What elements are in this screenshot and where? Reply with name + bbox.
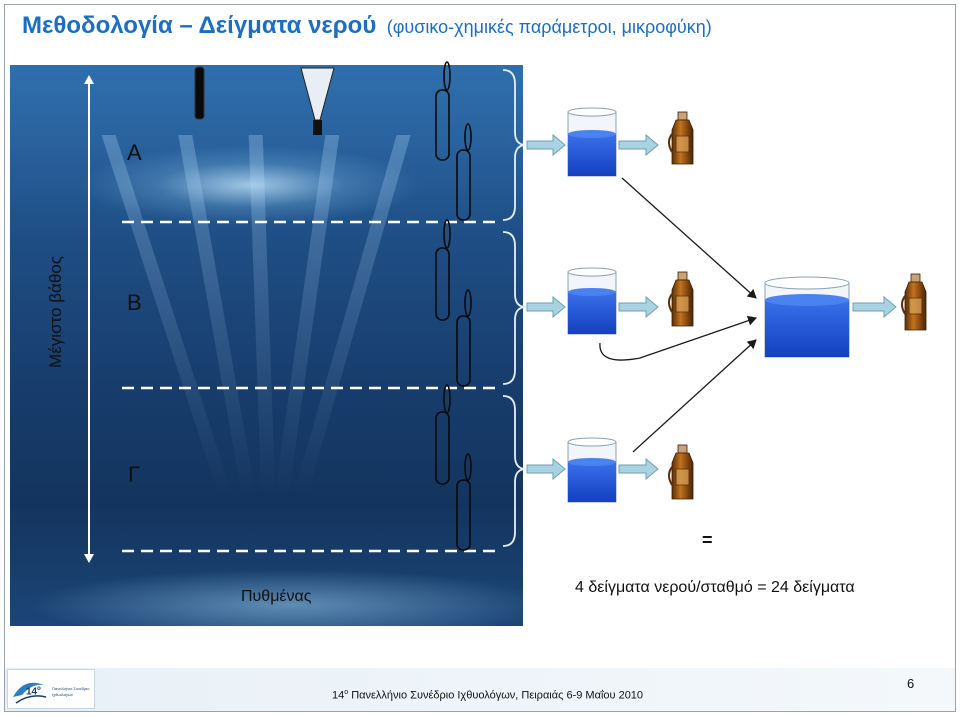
fish-logo-icon <box>13 682 47 704</box>
title-subtitle: (φυσικο-χημικές παράμετροι, μικροφύκη) <box>386 17 712 37</box>
combine-arrows <box>599 177 757 453</box>
secchi-disk-icon <box>194 66 205 120</box>
slide-title: Μεθοδολογία – Δείγματα νερού (φυσικο-χημ… <box>22 12 712 40</box>
footer-conference-text: 14ο Πανελλήνιο Συνέδριο Ιχθυολόγων, Πειρ… <box>332 689 644 702</box>
plankton-net-icon <box>300 67 335 135</box>
slide-frame <box>4 4 956 712</box>
footer-bar <box>5 668 955 711</box>
equals-sign: = <box>702 530 713 550</box>
sample-summary: 4 δείγματα νερού/σταθμό = 24 δείγματα <box>575 579 855 596</box>
title-main: Μεθοδολογία – Δείγματα νερού <box>22 12 377 39</box>
conference-logo: 14ο Πανελλήνιο Συνέδριο Ιχθυολογων <box>7 669 95 709</box>
layer-label-c: Γ <box>128 462 141 487</box>
sampling-tube-icon <box>435 61 472 551</box>
layer-label-a: Α <box>127 140 142 165</box>
bottom-label: Πυθμένας <box>241 588 312 605</box>
arrow-icon <box>526 133 897 481</box>
layer-boundaries <box>122 220 500 553</box>
layer-brace <box>502 69 527 547</box>
sample-bottle-icon <box>668 111 927 500</box>
beaker-icon <box>567 107 850 503</box>
page-number: 6 <box>907 676 915 691</box>
layer-label-b: Β <box>127 290 142 315</box>
